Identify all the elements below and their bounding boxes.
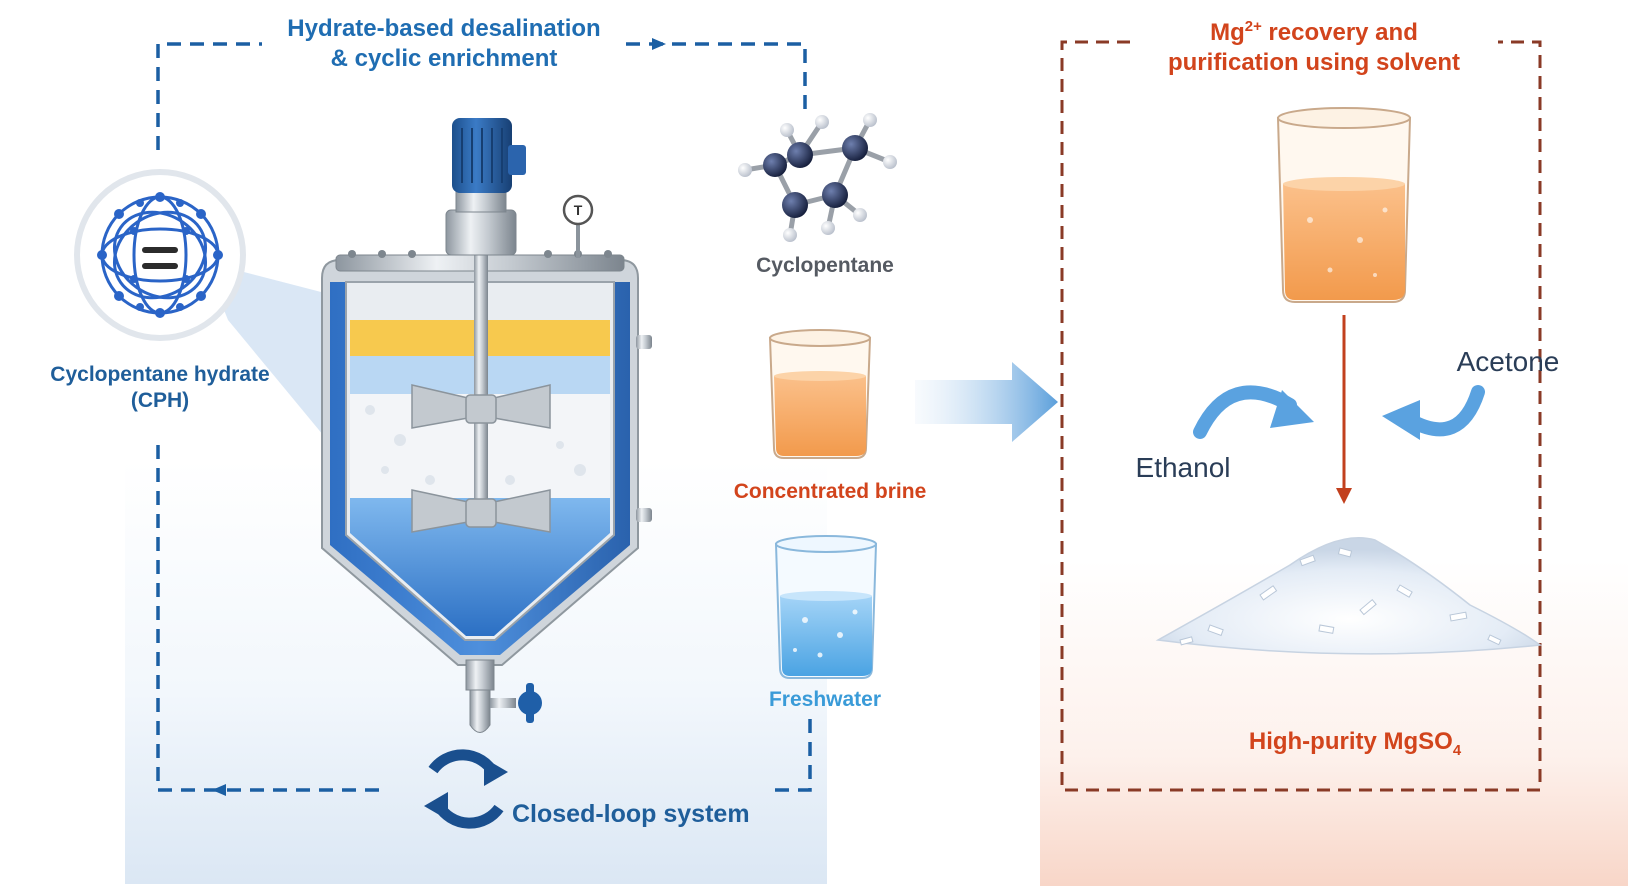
desalination-title-line2: & cyclic enrichment xyxy=(330,45,558,72)
cph-label: Cyclopentane hydrate (CPH) xyxy=(20,362,300,414)
cph-label-line2: (CPH) xyxy=(130,389,190,412)
loop-arrow-head-top xyxy=(652,38,666,50)
title-line1-rest: recovery and xyxy=(1261,19,1418,46)
thermometer-gauge xyxy=(562,194,594,226)
precipitation-arrow-head xyxy=(1336,488,1352,504)
closed-loop-label: Closed-loop system xyxy=(512,800,750,828)
loop-arrow-head-bottom xyxy=(212,784,226,796)
closed-loop-dashed-line xyxy=(156,42,812,792)
thermometer-label: T xyxy=(573,202,583,218)
hydrate-reactor xyxy=(321,118,652,733)
mg-charge: 2+ xyxy=(1244,19,1262,35)
mgso4-crystal-pile xyxy=(1155,537,1542,655)
mg-symbol: Mg xyxy=(1210,19,1245,46)
acetone-addition-arrow xyxy=(1403,385,1485,437)
recycle-arrow-head-2 xyxy=(424,792,448,820)
desalination-title-line1: Hydrate-based desalination xyxy=(287,15,601,42)
purification-title: Mg2+ recovery and purification using sol… xyxy=(1130,12,1498,78)
product-name: High-purity MgSO xyxy=(1248,728,1453,755)
ethanol-label: Ethanol xyxy=(1135,452,1231,483)
acetone-arrow-head xyxy=(1382,400,1420,440)
brine-beaker xyxy=(768,329,872,459)
desalination-title: Hydrate-based desalination & cyclic enri… xyxy=(262,14,626,74)
ethanol-arrow-head xyxy=(1270,390,1314,428)
purification-dashed-box xyxy=(1060,40,1542,792)
cph-label-line1: Cyclopentane hydrate xyxy=(50,363,270,386)
purification-title-line2: purification using solvent xyxy=(1167,49,1461,76)
purification-title-line1: Mg2+ recovery and xyxy=(1130,12,1498,48)
brine-water-layer xyxy=(350,498,610,636)
acetone-label: Acetone xyxy=(1456,346,1560,377)
cyclopentane-label: Cyclopentane xyxy=(756,254,894,277)
transfer-arrow xyxy=(915,362,1058,442)
cyclopentane-molecule xyxy=(738,113,897,242)
ethanol-addition-arrow xyxy=(1193,385,1297,439)
zoom-cone xyxy=(205,262,352,470)
freshwater-label: Freshwater xyxy=(768,688,882,711)
product-label: High-purity MgSO4 xyxy=(1200,728,1510,759)
recycle-arrow-head-1 xyxy=(484,758,508,786)
solvent-beaker xyxy=(1276,107,1412,303)
product-subscript: 4 xyxy=(1452,742,1462,759)
cph-molecule xyxy=(74,169,246,341)
brine-label: Concentrated brine xyxy=(733,480,927,503)
freshwater-beaker xyxy=(774,535,878,679)
